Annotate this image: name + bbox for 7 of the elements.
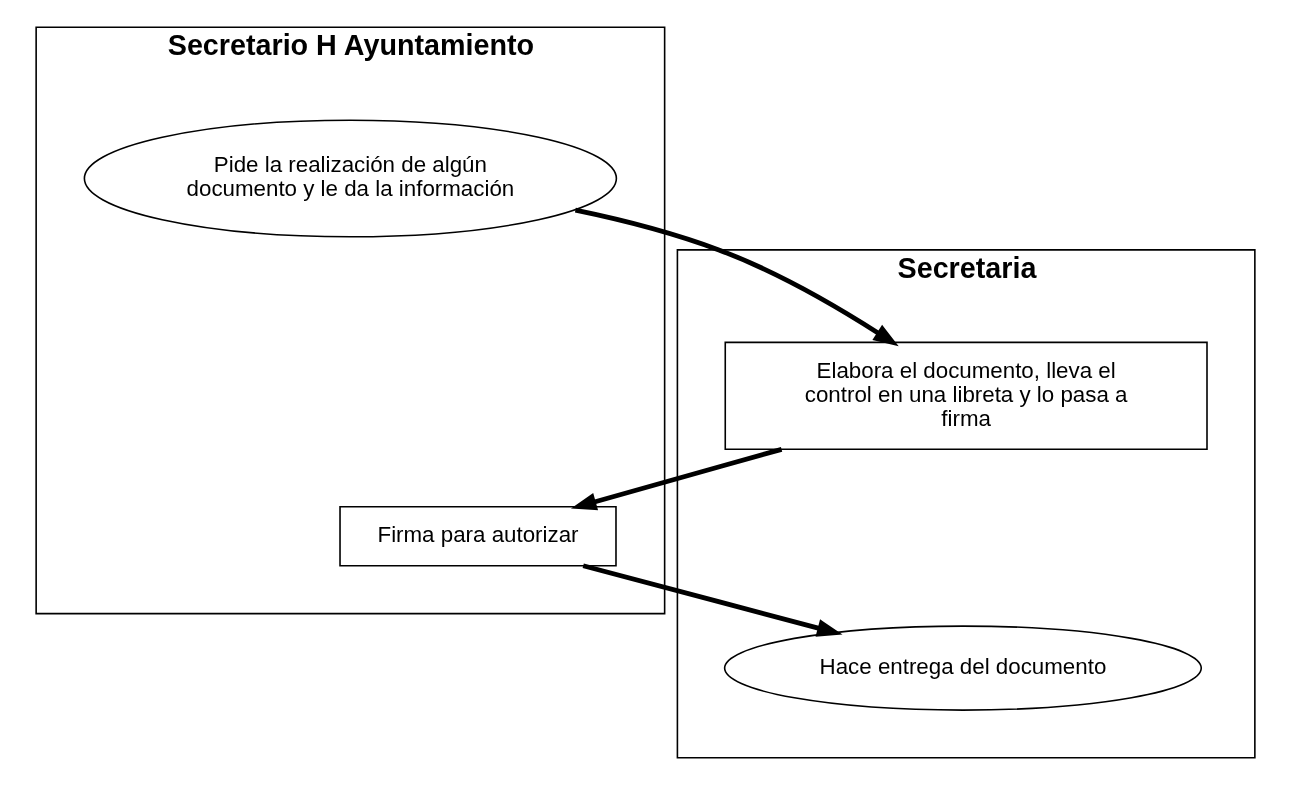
node-ellipse: Pide la realización de algún documento y le da la información bbox=[83, 119, 618, 238]
node-ellipse: Hace entrega del documento bbox=[723, 625, 1203, 711]
arrow bbox=[571, 447, 783, 511]
arrow bbox=[582, 563, 843, 637]
node-box: Firma para autorizar bbox=[339, 505, 617, 567]
arrow bbox=[574, 207, 899, 347]
node-box: Elabora el documento, lleva el control en una libreta y lo pasa a firma bbox=[724, 341, 1208, 451]
